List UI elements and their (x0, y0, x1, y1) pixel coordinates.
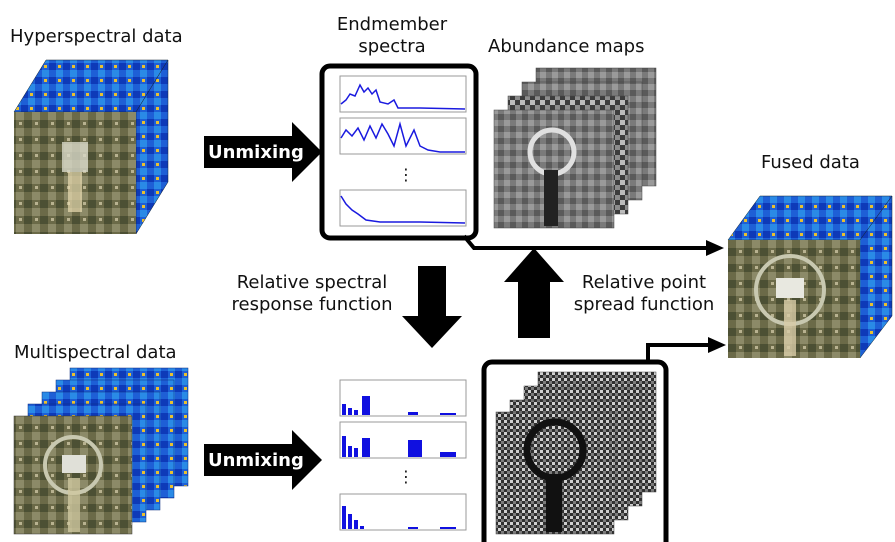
spectrum-line-1 (340, 83, 466, 110)
unmixing-arrow-top (204, 122, 322, 182)
endmember-label-line2: spectra (358, 36, 426, 57)
hyperspectral-label: Hyperspectral data (10, 26, 183, 47)
ellipsis-top: ⋮ (398, 165, 414, 184)
rsrf-label-line1: Relative spectral (236, 272, 388, 293)
spectrum-plot-1 (339, 75, 467, 113)
spectrum-plot-3 (339, 189, 467, 227)
rpsf-label-line1: Relative point (581, 272, 707, 293)
fused-label: Fused data (761, 152, 860, 173)
hyperspectral-cube (13, 59, 169, 235)
rpsf-up-arrow (504, 248, 564, 338)
spectrum-line-2 (340, 121, 465, 153)
multispectral-layers (13, 367, 189, 535)
ellipsis-bottom: ⋮ (398, 467, 414, 486)
rsrf-down-arrow (402, 266, 462, 348)
abundance-maps-stack (493, 67, 657, 229)
arrowhead-to-fused-bottom (708, 337, 726, 353)
band-response-panel (339, 379, 467, 531)
rsrf-label: Relative spectral response function (222, 272, 402, 316)
rpsf-label-line2: spread function (573, 294, 715, 315)
unmixing-label-bottom: Unmixing (208, 450, 304, 471)
endmember-spectra-panel (319, 63, 479, 241)
spectrum-line-3 (340, 195, 466, 224)
highres-abundance-stack (481, 359, 669, 542)
endmember-label: Endmember spectra (330, 14, 454, 58)
rpsf-label: Relative point spread function (564, 272, 724, 316)
rsrf-label-line2: response function (231, 294, 393, 315)
bar-plot-3 (339, 493, 467, 531)
endmember-label-line1: Endmember (336, 14, 448, 35)
arrowhead-to-fused-top (706, 240, 724, 256)
multispectral-label: Multispectral data (14, 342, 177, 363)
abundance-label: Abundance maps (488, 36, 645, 57)
connector-lines (462, 234, 726, 362)
unmixing-arrow-bottom (204, 430, 322, 490)
fused-cube (727, 195, 893, 359)
unmixing-label-top: Unmixing (208, 142, 304, 163)
bar-plot-1 (339, 379, 467, 417)
